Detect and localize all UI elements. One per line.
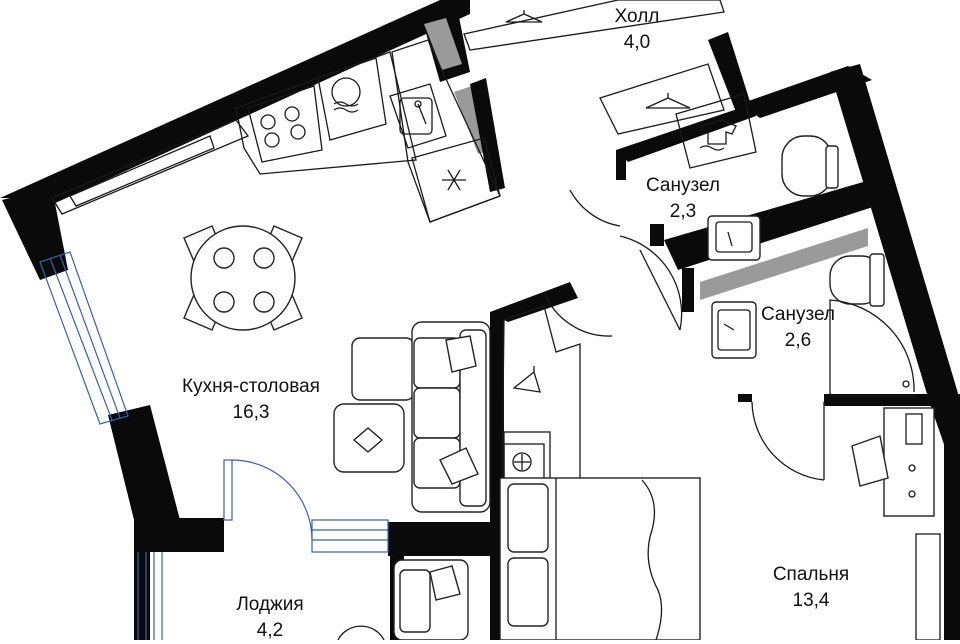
sink-icon: [707, 215, 761, 261]
windows: [39, 251, 389, 640]
room-label-bathroom-1: Санузел 2,3: [646, 173, 720, 225]
armchair-icon: [333, 403, 405, 473]
toilet-icon: [829, 253, 885, 307]
hanger-icon: [512, 366, 541, 393]
wardrobe-hall: [463, 0, 725, 135]
room-name: Холл: [614, 6, 660, 27]
room-area: 2,6: [784, 330, 812, 351]
washing-machine-icon: [675, 93, 757, 169]
room-label-bathroom-2: Санузел 2,6: [761, 302, 835, 354]
room-area: 2,3: [669, 201, 697, 222]
room-name: Спальня: [772, 564, 850, 585]
bathroom-door: [751, 401, 825, 481]
sink-icon: [389, 83, 447, 149]
room-area: 16,3: [232, 402, 270, 423]
room-area: 4,0: [623, 32, 651, 53]
room-name: Кухня-столовая: [182, 376, 320, 397]
shower-icon: [829, 299, 916, 397]
room-label-loggia: Лоджия 4,2: [236, 592, 303, 644]
bed-icon: [499, 477, 701, 640]
room-name: Санузел: [760, 304, 836, 325]
desk-icon: [851, 407, 941, 640]
room-label-hall: Холл 4,0: [615, 4, 660, 56]
front-door: [543, 189, 683, 337]
toilet-icon: [781, 135, 839, 197]
room-label-bedroom: Спальня 13,4: [773, 562, 849, 614]
stove-icon: [247, 85, 323, 163]
hanger-icon: [505, 10, 691, 109]
kitchen-counter: [51, 39, 501, 223]
room-area: 4,2: [256, 620, 284, 641]
table-icon: [183, 225, 303, 331]
room-area: 13,4: [792, 590, 830, 611]
sink-icon: [711, 301, 757, 359]
room-label-kitchen-dining: Кухня-столовая 16,3: [182, 374, 320, 426]
loggia-furniture: [337, 559, 469, 640]
sofa-icon: [351, 321, 491, 513]
room-name: Лоджия: [236, 594, 304, 615]
dishwasher-icon: [317, 57, 387, 141]
fridge-icon: [411, 137, 501, 223]
room-name: Санузел: [645, 175, 721, 196]
